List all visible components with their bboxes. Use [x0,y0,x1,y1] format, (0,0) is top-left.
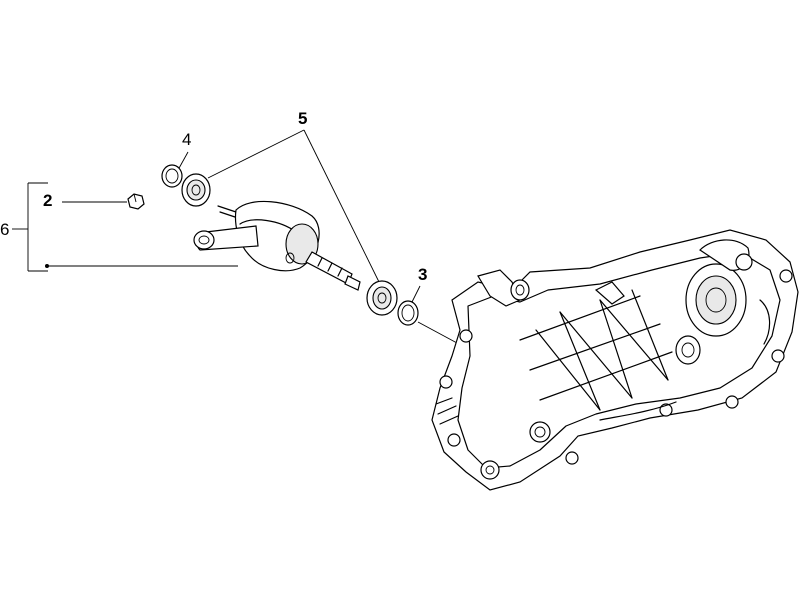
seal-ring-part-4 [161,164,183,188]
nut-part-2 [127,193,145,210]
bearing-upper-part-5 [181,173,211,207]
callout-label-4: 4 [182,130,192,149]
bearing-lower-part-5 [366,280,398,316]
callout-label-3: 3 [418,265,428,284]
housing-ribs [519,289,673,411]
crankshaft-assembly [193,200,361,291]
callout-label-6: 6 [0,220,10,239]
callout-label-2: 2 [43,191,53,210]
seal-ring-part-3 [397,300,419,326]
crankcase-housing [431,229,799,491]
callout-label-5: 5 [298,109,308,128]
